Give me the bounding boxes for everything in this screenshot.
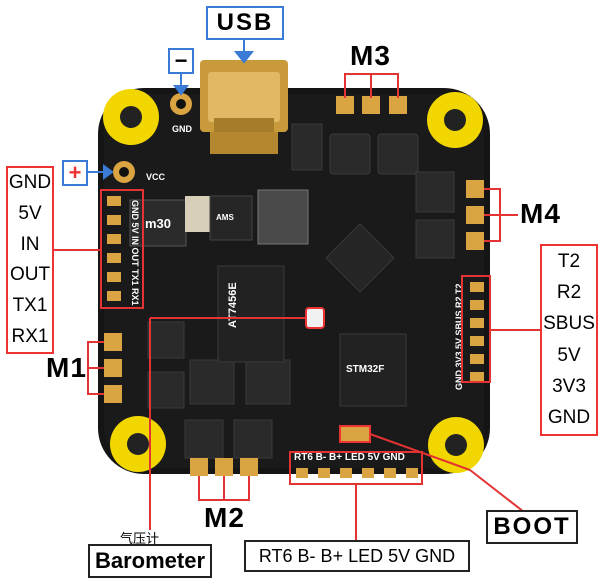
m1-label: M1 [46,352,87,383]
right-pin-0: T2 [557,250,581,272]
boot-button [339,425,371,443]
minus-label-text: − [174,48,188,73]
gyro-chip [209,195,253,241]
plus-label-text: + [68,160,82,185]
right-pin-list: T2 R2 SBUS 5V 3V3 GND [540,244,598,436]
mount-hole-top-right [427,92,483,148]
barometer-label-text: Barometer [94,548,206,573]
osd-chip [217,265,285,363]
boot-label-text: BOOT [493,513,571,540]
svg-text:AT7456E: AT7456E [227,282,239,328]
right-pin-1: R2 [556,281,582,303]
svg-text:GND 3V3 5V SBUS R2 T2: GND 3V3 5V SBUS R2 T2 [454,283,464,390]
battery-plus-pad [113,161,135,183]
battery-minus-pad [170,93,192,115]
bottom-pads-label-text: RT6 B- B+ LED 5V GND [258,545,456,566]
svg-text:GND: GND [172,124,193,134]
left-pin-5: RX1 [11,325,49,347]
svg-text:GND 5V IN OUT TX1 RX1: GND 5V IN OUT TX1 RX1 [130,200,140,306]
svg-text:STM32F: STM32F [346,364,384,375]
battery-minus-label: − [168,48,194,74]
left-pin-3: OUT [9,264,51,286]
left-pin-2: IN [20,233,40,255]
mcu-chip [339,333,407,407]
left-pin-list: GND 5V IN OUT TX1 RX1 [6,166,54,354]
left-pad-column [107,196,121,301]
barometer-cn-label: 气压计 [120,531,160,546]
left-pin-4: TX1 [12,294,48,316]
right-pin-2: SBUS [543,313,595,335]
svg-text:m30: m30 [145,216,171,231]
m2-label: M2 [204,502,245,533]
usb-label-text: USB [216,9,274,36]
left-pin-0: GND [8,172,52,194]
left-pin-1: 5V [18,202,42,224]
m3-label: M3 [350,40,391,71]
boot-label: BOOT [486,510,578,544]
m4-pads [466,180,484,250]
right-pin-4: 3V3 [552,375,586,397]
svg-text:RT6 B- B+ LED 5V GND: RT6 B- B+ LED 5V GND [294,452,405,463]
silver-inductor [257,189,309,245]
right-pin-5: GND [547,407,591,429]
barometer-label: Barometer [88,544,212,578]
usb-label: USB [206,6,284,40]
m3-pads [336,96,407,114]
mount-hole-bottom-left [110,416,166,472]
barometer-chip [305,307,325,329]
bottom-pads-label: RT6 B- B+ LED 5V GND [244,540,470,572]
m2-pads [190,458,258,476]
bottom-pad-row [296,468,418,478]
svg-text:VCC: VCC [146,172,166,182]
m1-pads [104,333,122,403]
right-pin-3: 5V [557,344,581,366]
svg-text:AMS: AMS [216,213,234,222]
right-pad-column [470,282,484,382]
m4-label: M4 [520,198,561,229]
mount-hole-top-left [103,89,159,145]
battery-plus-label: + [62,160,88,186]
usb-connector [200,60,288,154]
